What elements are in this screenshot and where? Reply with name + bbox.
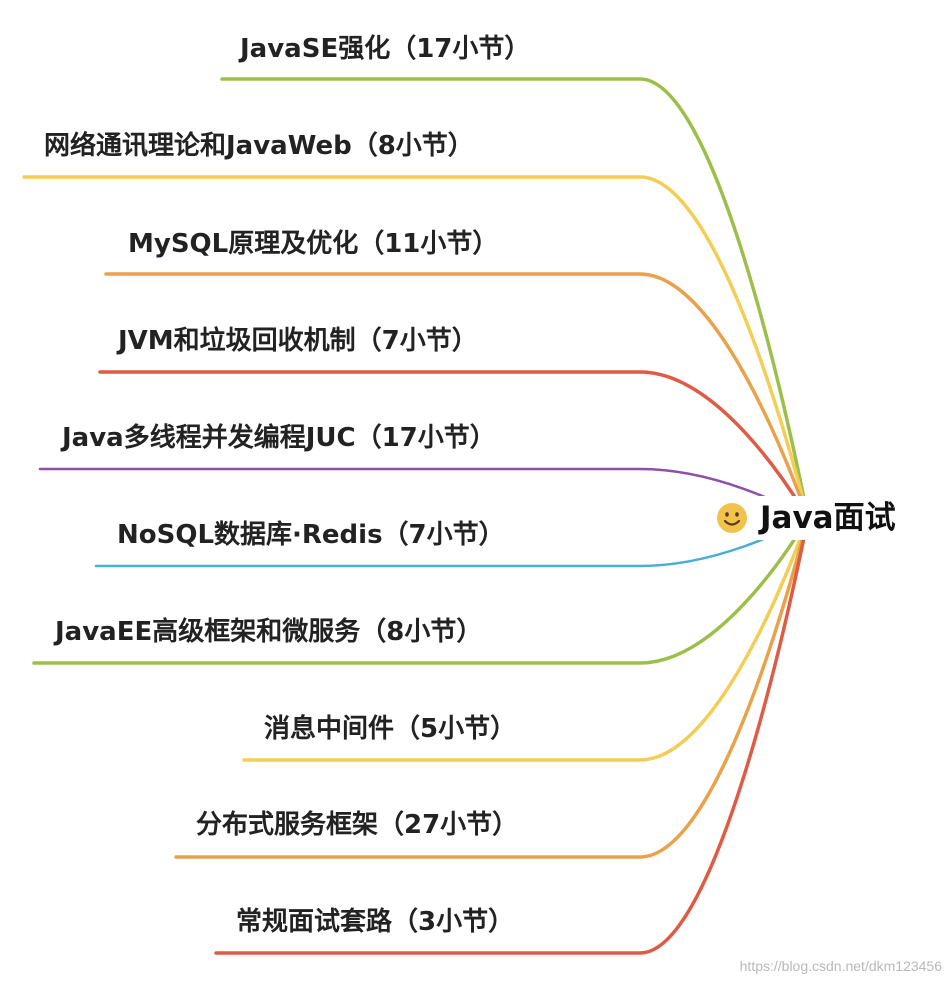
branch-label-mq[interactable]: 消息中间件（5小节） bbox=[264, 714, 517, 744]
root-node[interactable]: Java面试 bbox=[716, 496, 902, 540]
branch-label-distributed[interactable]: 分布式服务框架（27小节） bbox=[196, 810, 519, 840]
root-label: Java面试 bbox=[760, 500, 896, 536]
connector-2 bbox=[104, 272, 810, 520]
branch-label-juc[interactable]: Java多线程并发编程JUC（17小节） bbox=[62, 423, 496, 453]
connector-0 bbox=[220, 77, 810, 520]
branch-label-javaee[interactable]: JavaEE高级框架和微服务（8小节） bbox=[55, 617, 483, 647]
connector-8 bbox=[174, 516, 810, 859]
connector-4 bbox=[38, 467, 810, 520]
smiley-icon bbox=[717, 503, 747, 533]
branch-label-mysql[interactable]: MySQL原理及优化（11小节） bbox=[128, 229, 499, 259]
branch-label-jvm[interactable]: JVM和垃圾回收机制（7小节） bbox=[118, 326, 478, 356]
connector-9 bbox=[214, 516, 810, 955]
branch-label-interview-routine[interactable]: 常规面试套路（3小节） bbox=[236, 907, 515, 937]
branch-label-network-javaweb[interactable]: 网络通讯理论和JavaWeb（8小节） bbox=[44, 131, 474, 161]
connector-7 bbox=[242, 516, 810, 762]
branch-label-redis[interactable]: NoSQL数据库·Redis（7小节） bbox=[117, 520, 505, 550]
branch-label-javase[interactable]: JavaSE强化（17小节） bbox=[240, 34, 531, 64]
connector-1 bbox=[22, 175, 810, 520]
watermark-text: https://blog.csdn.net/dkm123456 bbox=[739, 958, 942, 974]
